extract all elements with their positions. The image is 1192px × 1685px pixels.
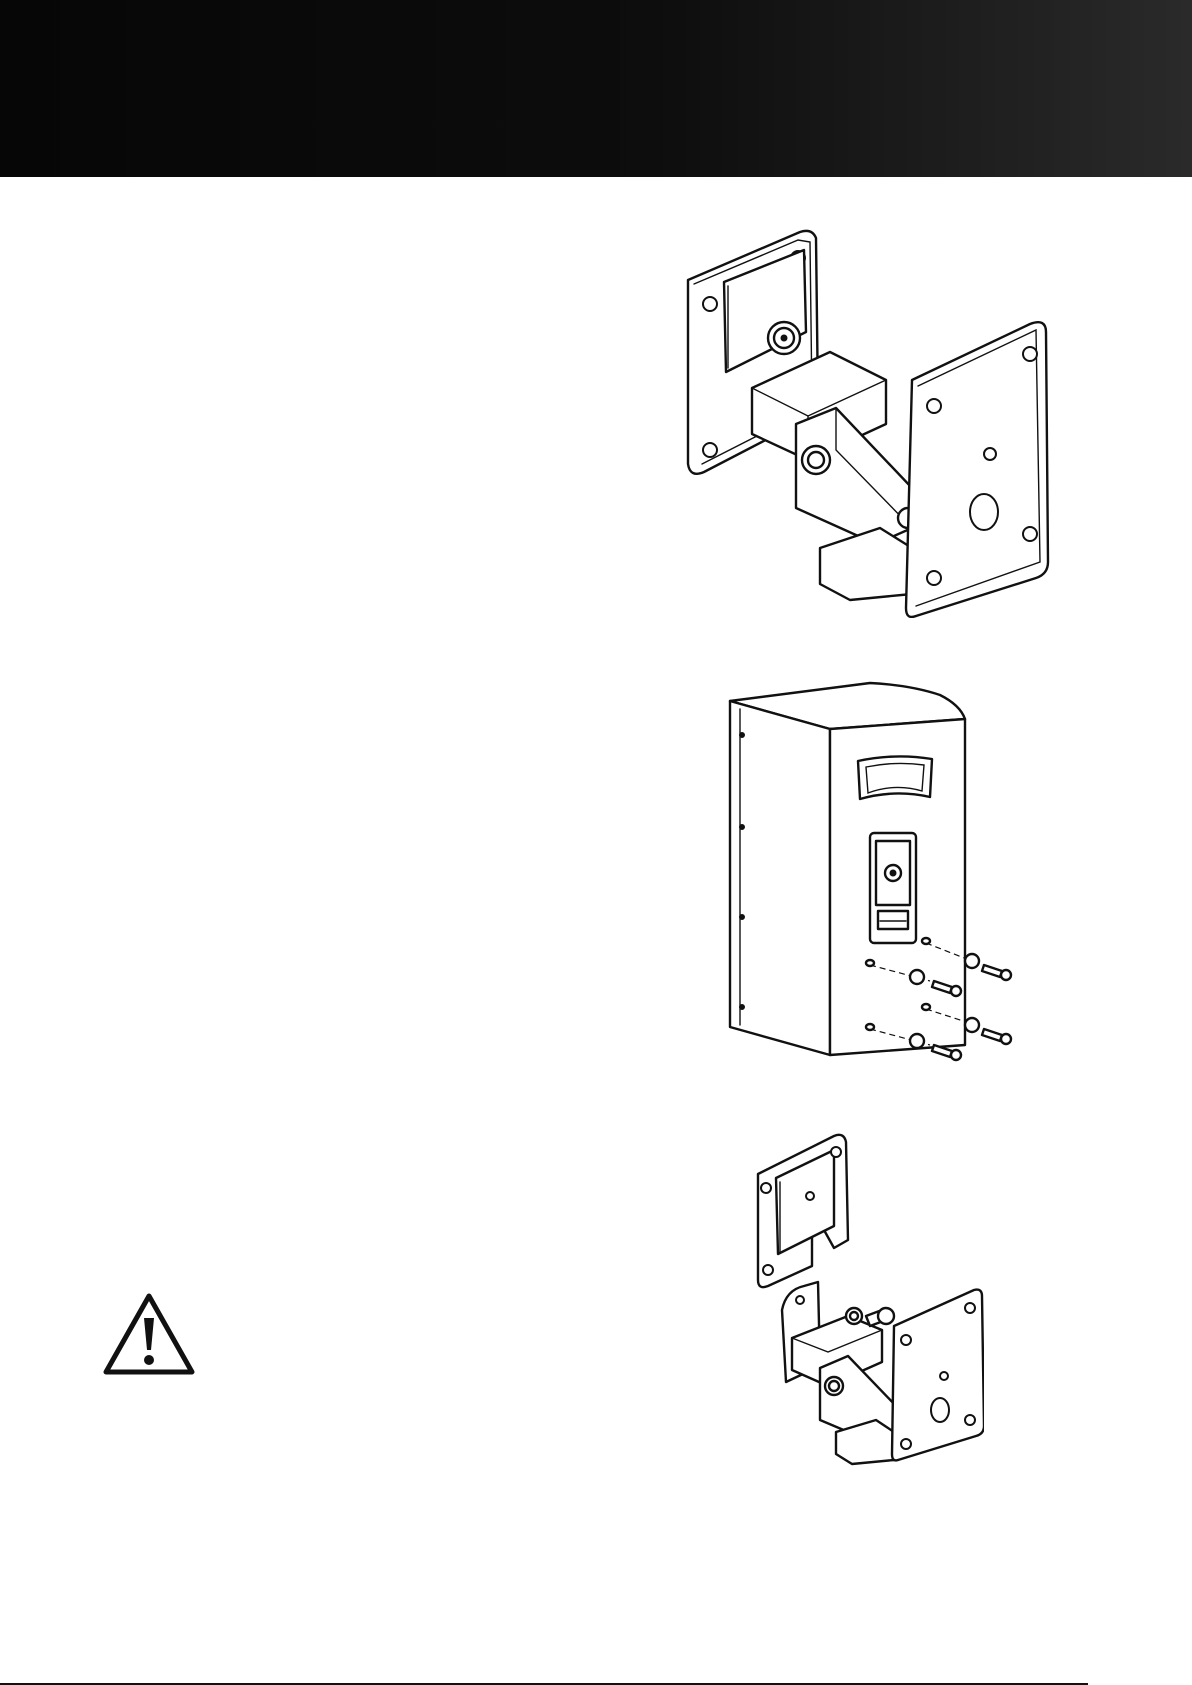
warning-triangle-icon — [100, 1290, 198, 1378]
speaker-rear-illustration — [720, 675, 1020, 1065]
header-bar — [0, 0, 1192, 177]
bracket-assembly-illustration — [752, 1130, 984, 1470]
wall-bracket-illustration — [680, 228, 1052, 618]
